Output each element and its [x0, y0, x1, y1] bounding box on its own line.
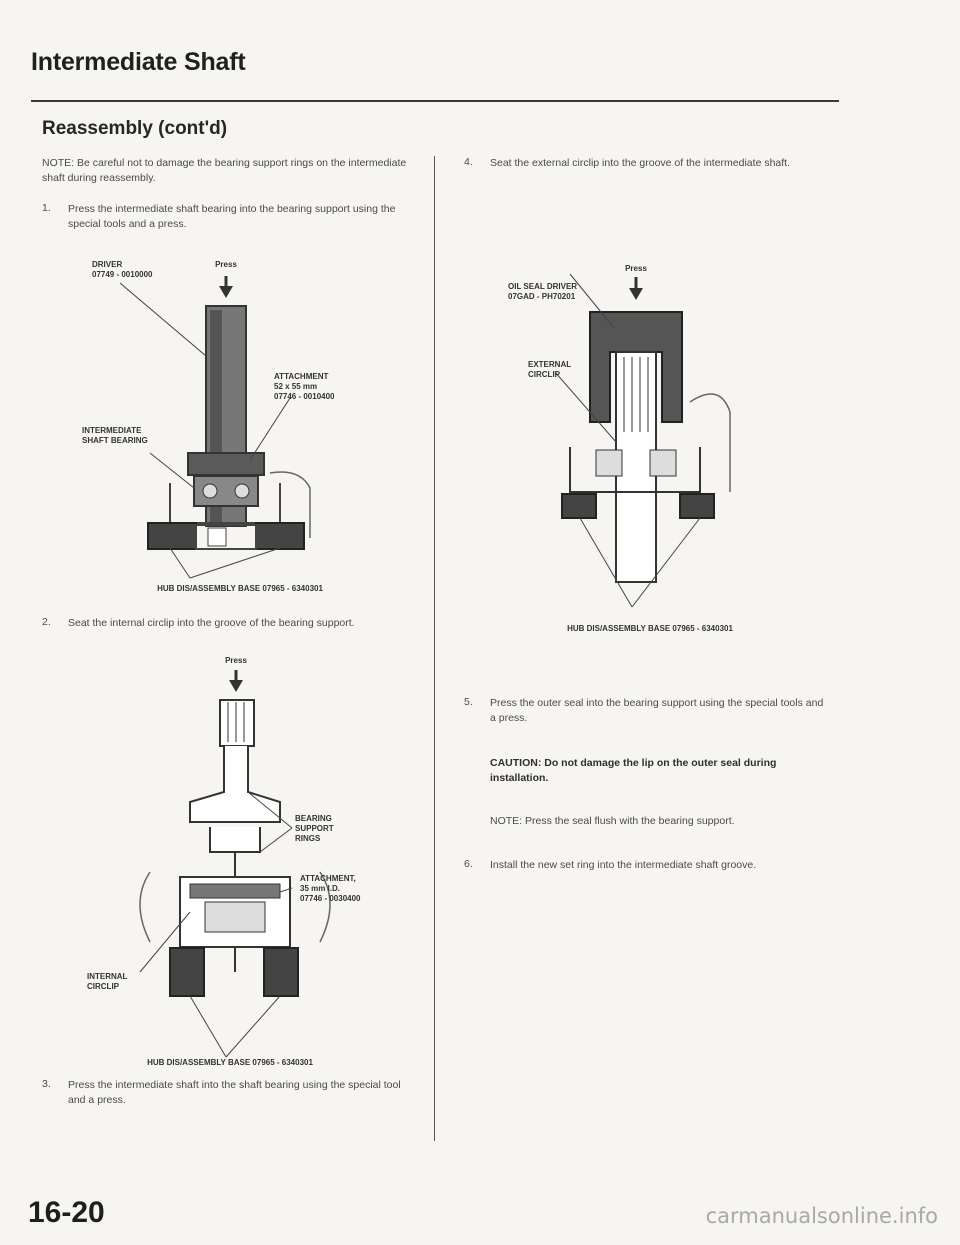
figure-3-circlip-label: EXTERNAL CIRCLIP	[528, 360, 572, 379]
step-5-note: NOTE: Press the seal flush with the bear…	[490, 815, 735, 827]
step-1-number: 1.	[42, 202, 51, 214]
figure-3-drawing	[554, 273, 731, 608]
step-5-number: 5.	[464, 696, 473, 708]
section-heading: Reassembly (cont'd)	[42, 118, 228, 139]
figure-1-bearing-label: INTERMEDIATE SHAFT BEARING	[82, 426, 148, 445]
step-5-caution: CAUTION: Do not damage the lip on the ou…	[490, 757, 777, 784]
figure-3-press-label: Press	[625, 264, 647, 273]
figure-2-press-label: Press	[225, 656, 247, 665]
step-4-text: Seat the external circlip into the groov…	[490, 157, 791, 169]
figure-1: Press DRIVER 07749 - 0010000 ATTACHMENT …	[82, 248, 390, 613]
page-number: 16-20	[28, 1196, 105, 1229]
step-2-number: 2.	[42, 616, 51, 628]
figure-3-base-label: HUB DIS/ASSEMBLY BASE 07965 - 6340301	[567, 624, 733, 633]
figure-1-base-label: HUB DIS/ASSEMBLY BASE 07965 - 6340301	[157, 584, 323, 593]
figure-1-driver-label: DRIVER 07749 - 0010000	[92, 260, 153, 279]
step-5-text: Press the outer seal into the bearing su…	[490, 697, 824, 724]
figure-2: Press BEARING SUPPORT RINGS ATTACHMENT, …	[87, 652, 390, 1067]
step-1-text: Press the intermediate shaft bearing int…	[68, 203, 396, 230]
figure-2-circlip-label: INTERNAL CIRCLIP	[87, 972, 128, 991]
title-rule	[31, 100, 839, 102]
figure-3: Press OIL SEAL DRIVER 07GAD - PH70201 EX…	[508, 232, 800, 652]
step-3-text: Press the intermediate shaft into the sh…	[68, 1079, 401, 1106]
figure-2-attachment-label: ATTACHMENT, 35 mm I.D. 07746 - 0030400	[300, 874, 361, 903]
step-3-number: 3.	[42, 1078, 51, 1090]
figure-2-rings-label: BEARING SUPPORT RINGS	[295, 814, 334, 843]
figure-2-base-label: HUB DIS/ASSEMBLY BASE 07965 - 6340301	[147, 1058, 313, 1067]
step-4-number: 4.	[464, 156, 473, 168]
figure-2-drawing	[139, 670, 331, 1058]
figure-3-driver-label: OIL SEAL DRIVER 07GAD - PH70201	[508, 282, 578, 301]
figure-1-attachment-label: ATTACHMENT 52 x 55 mm 07746 - 0010400	[274, 372, 335, 401]
watermark: carmanualsonline.info	[705, 1204, 938, 1228]
step-2-text: Seat the internal circlip into the groov…	[68, 617, 355, 629]
step-6-number: 6.	[464, 858, 473, 870]
figure-1-drawing	[119, 276, 311, 579]
note-text: NOTE: Be careful not to damage the beari…	[42, 157, 407, 184]
page-title: Intermediate Shaft	[31, 48, 246, 76]
step-6-text: Install the new set ring into the interm…	[490, 859, 757, 871]
column-divider	[434, 156, 435, 1141]
figure-1-press-label: Press	[215, 260, 237, 269]
